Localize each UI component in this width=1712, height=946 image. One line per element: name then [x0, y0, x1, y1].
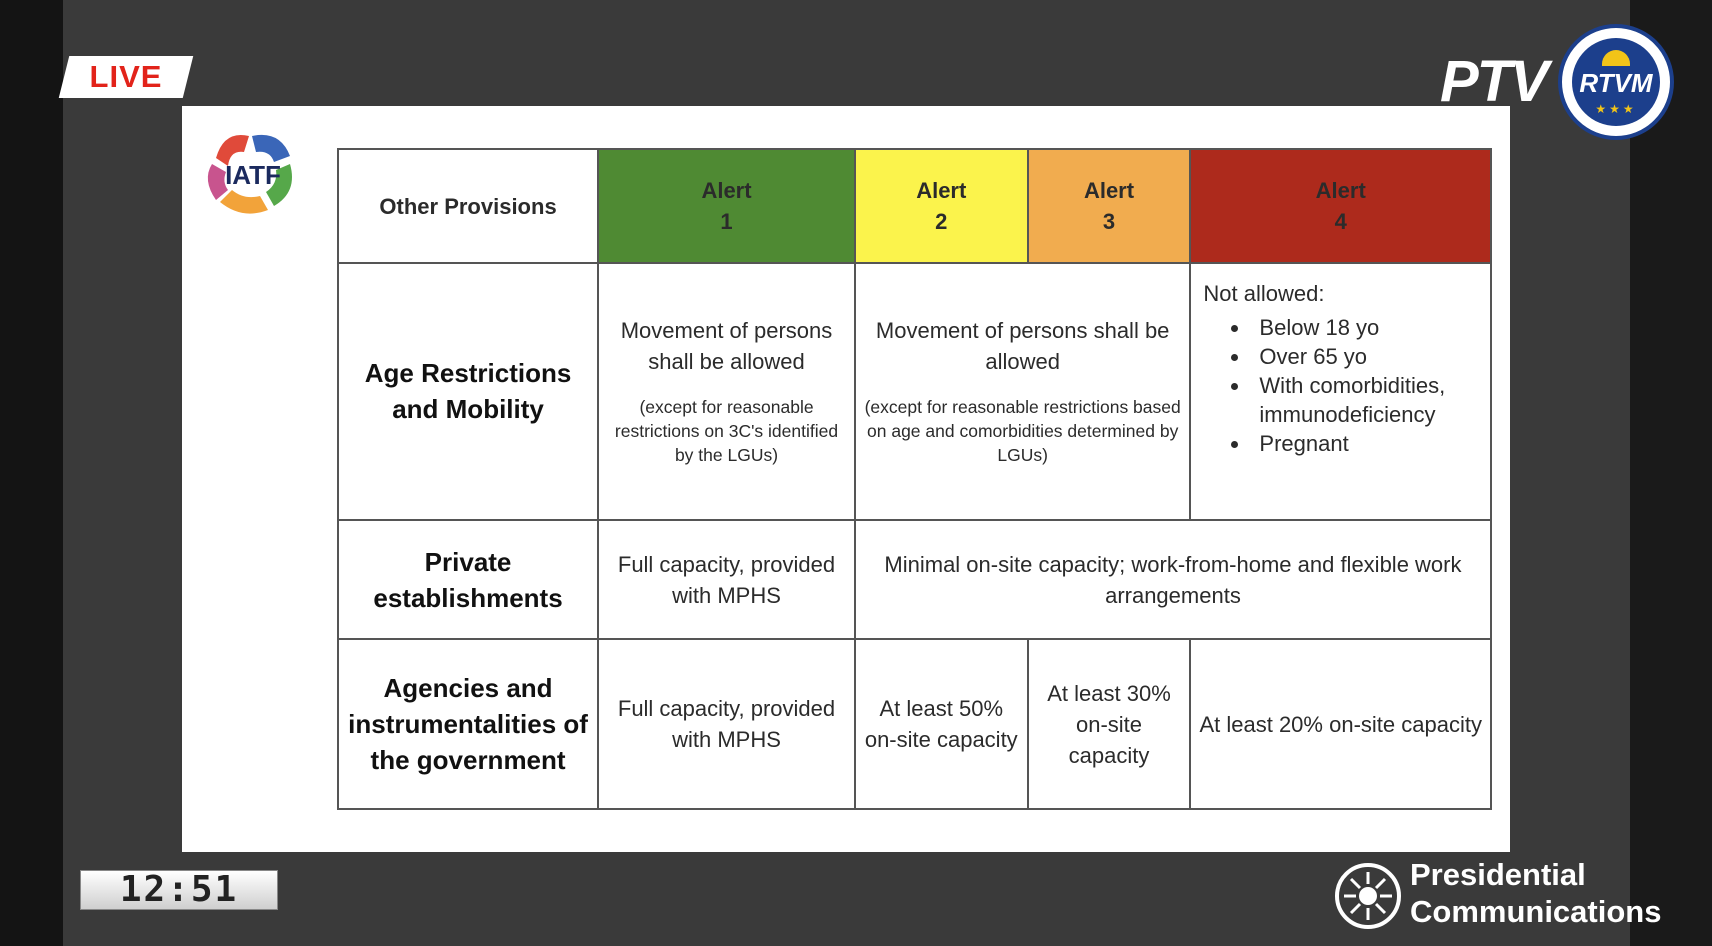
list-item: Below 18 yo [1251, 313, 1478, 342]
presidential-communications-seal-icon [1335, 863, 1401, 929]
broadcast-clock: 12:51 [80, 870, 278, 910]
row-label-agencies: Agencies and instrumentalities of the go… [336, 638, 600, 810]
row-label-private-establishments: Private establishments [336, 518, 600, 641]
header-other-provisions: Other Provisions [336, 147, 600, 265]
not-allowed-list: Below 18 yo Over 65 yo With comorbiditie… [1203, 313, 1478, 458]
live-badge: LIVE [58, 56, 194, 98]
cell-private-alert-2-4: Minimal on-site capacity; work-from-home… [853, 518, 1493, 641]
header-alert-3: Alert 3 [1026, 147, 1192, 265]
cell-age-alert-2-3: Movement of persons shall be allowed (ex… [853, 262, 1192, 521]
ptv-logo: PTV [1440, 49, 1549, 114]
cell-private-alert-1: Full capacity, provided with MPHS [597, 518, 856, 641]
cell-agencies-alert-3: At least 30% on-site capacity [1026, 638, 1192, 810]
cell-age-alert-4: Not allowed: Below 18 yo Over 65 yo With… [1189, 262, 1492, 521]
clock-time: 12:51 [119, 869, 239, 910]
right-pillar [1630, 0, 1712, 946]
cell-agencies-alert-1: Full capacity, provided with MPHS [597, 638, 856, 810]
table-row: Agencies and instrumentalities of the go… [336, 638, 1492, 810]
list-item: With comorbidities, immunodeficiency [1251, 371, 1478, 429]
iatf-logo-text: IATF [225, 160, 281, 190]
alert-provisions-table: Other Provisions Alert 1 Alert 2 Alert 3… [336, 147, 1493, 810]
header-alert-1: Alert 1 [597, 147, 856, 265]
row-label-age-restrictions: Age Restrictions and Mobility [336, 262, 600, 521]
live-label: LIVE [89, 59, 163, 94]
header-alert-4: Alert 4 [1189, 147, 1492, 265]
stars-icon: ★★★ [1595, 102, 1637, 116]
left-pillar [0, 0, 63, 946]
header-alert-2: Alert 2 [853, 147, 1029, 265]
list-item: Over 65 yo [1251, 342, 1478, 371]
rtvm-seal-icon: RTVM ★★★ [1558, 24, 1674, 140]
iatf-logo-icon: IATF [207, 134, 292, 214]
table-row: Private establishments Full capacity, pr… [336, 518, 1493, 641]
table-row: Age Restrictions and Mobility Movement o… [336, 262, 1492, 521]
slide: IATF Other Provisions Alert 1 Alert 2 Al… [182, 106, 1510, 852]
list-item: Pregnant [1251, 429, 1478, 458]
cell-agencies-alert-4: At least 20% on-site capacity [1189, 638, 1492, 810]
presidential-communications-label: Presidential Communications [1410, 857, 1662, 929]
sun-icon [1602, 50, 1630, 66]
cell-agencies-alert-2: At least 50% on-site capacity [853, 638, 1029, 810]
table-header-row: Other Provisions Alert 1 Alert 2 Alert 3… [336, 147, 1492, 265]
rtvm-label: RTVM [1579, 68, 1653, 98]
cell-age-alert-1: Movement of persons shall be allowed (ex… [597, 262, 856, 521]
